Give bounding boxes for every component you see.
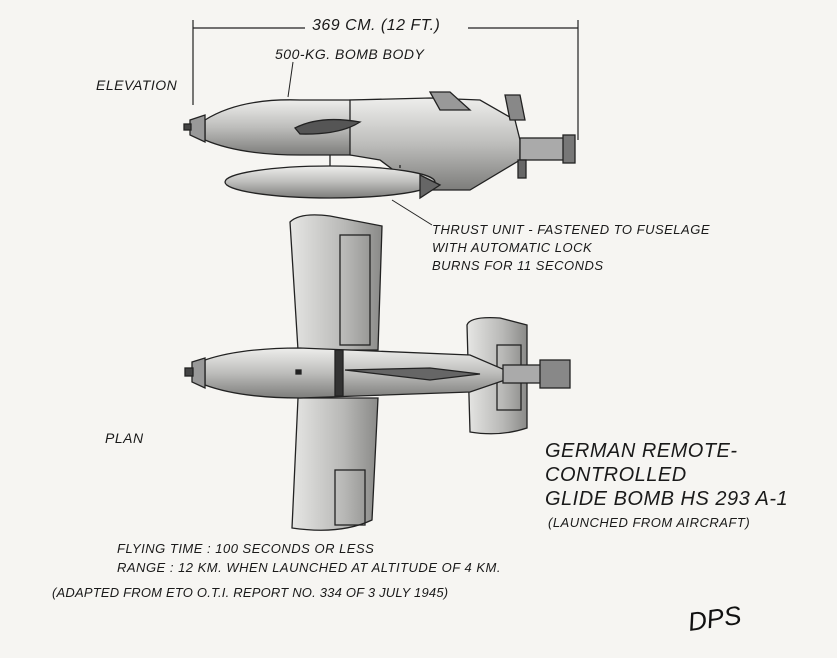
elevation-label: ELEVATION — [96, 77, 178, 93]
title-line4: (LAUNCHED FROM AIRCRAFT) — [548, 515, 751, 530]
title-line1: GERMAN REMOTE- — [545, 440, 738, 462]
plan-label: PLAN — [105, 430, 144, 446]
thrust-unit-line1: THRUST UNIT - FASTENED TO FUSELAGE — [432, 222, 710, 237]
dimension-line — [192, 20, 579, 140]
source-note: (ADAPTED FROM ETO O.T.I. REPORT NO. 334 … — [52, 585, 449, 600]
thrust-unit-line3: BURNS FOR 11 SECONDS — [432, 258, 604, 273]
svg-text:DPS: DPS — [686, 600, 744, 637]
elevation-view — [183, 91, 576, 200]
range: RANGE : 12 KM. WHEN LAUNCHED AT ALTITUDE… — [117, 560, 501, 575]
flying-time: FLYING TIME : 100 SECONDS OR LESS — [117, 541, 375, 556]
title-line2: CONTROLLED — [545, 464, 687, 486]
title-line3: GLIDE BOMB HS 293 A-1 — [545, 488, 789, 510]
plan-view — [184, 214, 571, 531]
leader-lines — [287, 61, 433, 226]
signature: DPS — [686, 600, 744, 637]
bomb-body-label: 500-KG. BOMB BODY — [275, 46, 425, 62]
thrust-unit-line2: WITH AUTOMATIC LOCK — [432, 240, 593, 255]
dimension-label: 369 CM. (12 FT.) — [312, 17, 441, 34]
